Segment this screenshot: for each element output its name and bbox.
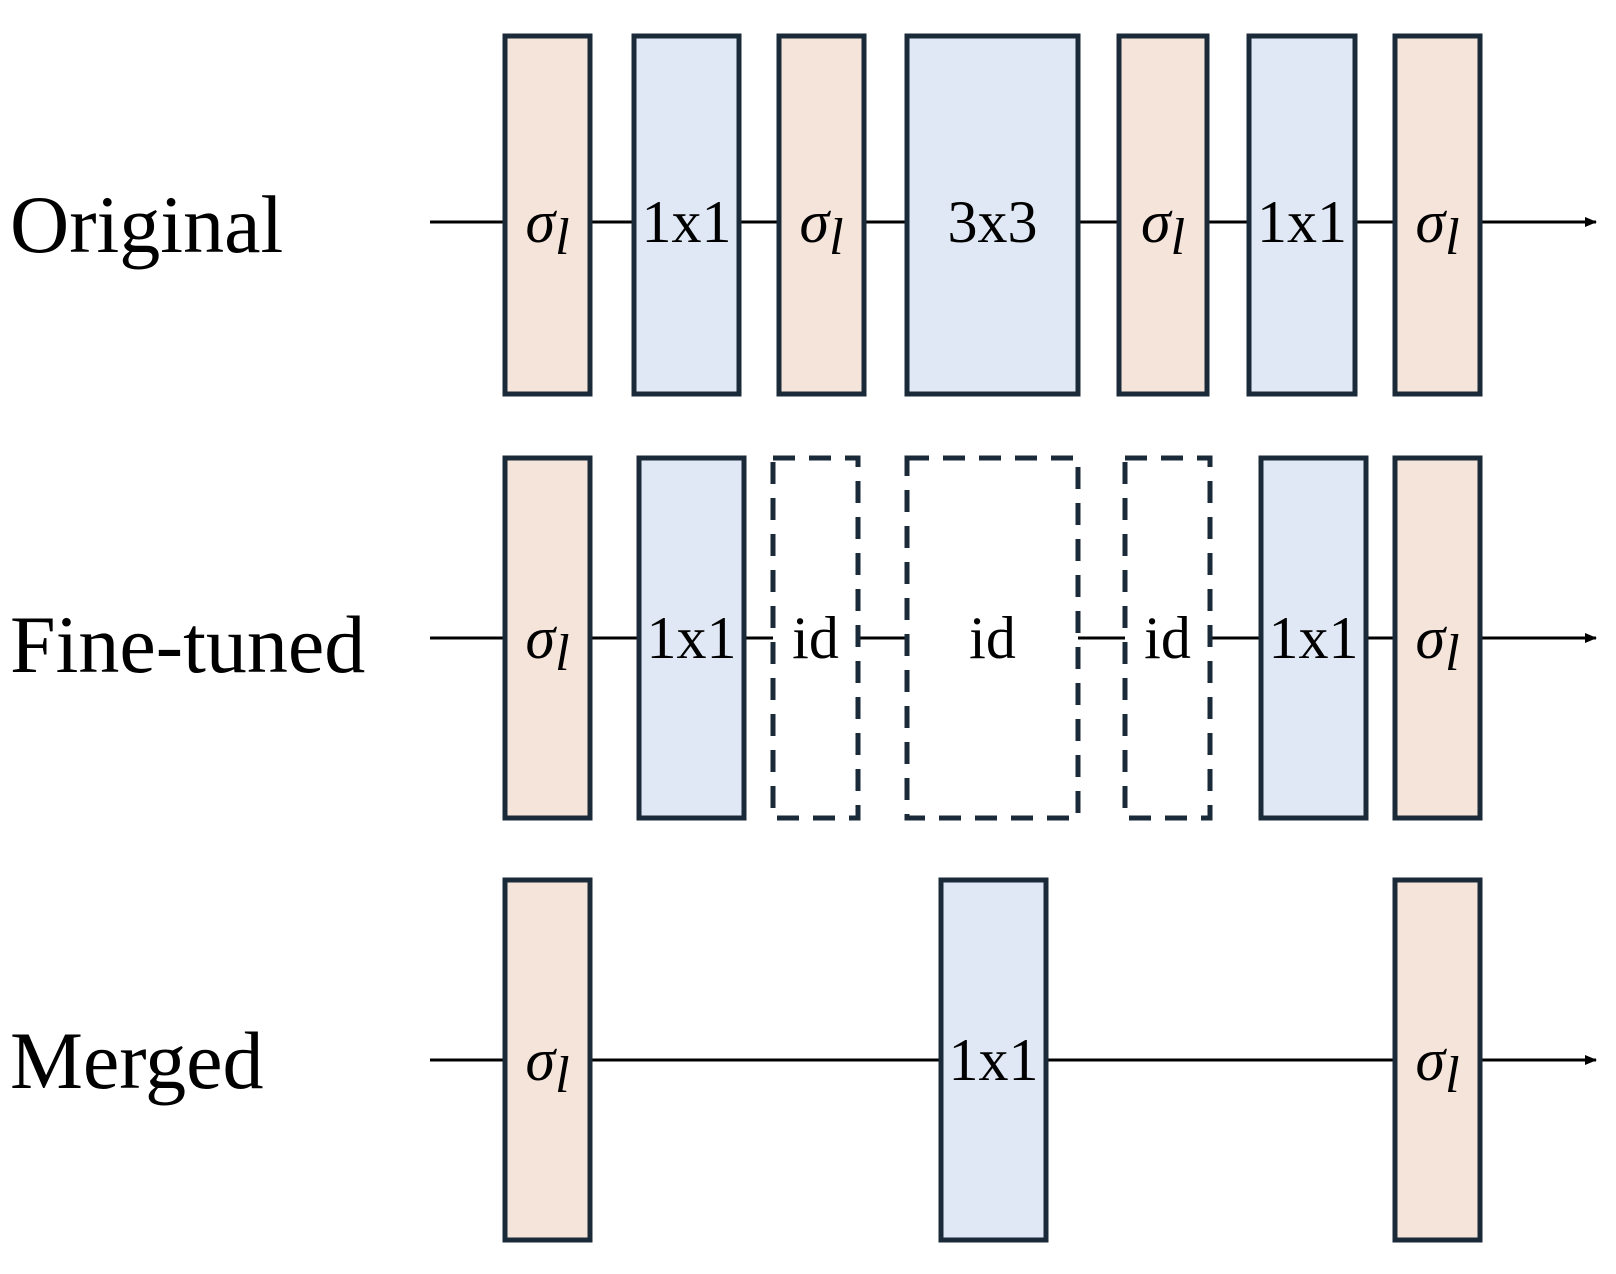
- subscript: l: [555, 625, 569, 682]
- conv-block-label: 1x1: [1257, 189, 1347, 255]
- row-label-merged: Merged: [10, 1015, 264, 1106]
- row-2: σl 1x1 σl: [430, 877, 1597, 1243]
- activation-block: [1392, 455, 1483, 821]
- conv-block: [1246, 33, 1358, 397]
- conv-block: [636, 455, 747, 821]
- activation-block-label: σl: [1415, 1027, 1459, 1104]
- subscript: l: [1445, 209, 1459, 266]
- conv-block-label: 1x1: [1269, 605, 1359, 671]
- subscript: l: [1445, 1047, 1459, 1104]
- identity-block-label: id: [792, 605, 839, 671]
- conv-block-label: 1x1: [949, 1027, 1039, 1093]
- activation-block: [1392, 877, 1483, 1243]
- conv-block: [904, 33, 1081, 397]
- activation-block: [1392, 33, 1483, 397]
- activation-block-label: σl: [799, 189, 843, 266]
- row-label-fine-tuned: Fine-tuned: [10, 599, 365, 690]
- conv-block-label: 1x1: [647, 605, 737, 671]
- activation-block: [502, 33, 593, 397]
- subscript: l: [555, 1047, 569, 1104]
- row-label-original: Original: [10, 179, 283, 270]
- identity-block: [904, 455, 1081, 821]
- activation-block: [502, 877, 593, 1243]
- conv-block: [631, 33, 742, 397]
- activation-block-label: σl: [1141, 189, 1185, 266]
- subscript: l: [829, 209, 843, 266]
- identity-block-label: id: [969, 605, 1016, 671]
- conv-block: [938, 877, 1049, 1243]
- conv-block-label: 3x3: [948, 189, 1038, 255]
- subscript: l: [555, 209, 569, 266]
- conv-block-label: 1x1: [642, 189, 732, 255]
- identity-block: [770, 455, 861, 821]
- activation-block-label: σl: [525, 189, 569, 266]
- activation-block: [502, 455, 593, 821]
- conv-block: [1258, 455, 1369, 821]
- activation-block: [1116, 33, 1210, 397]
- identity-block-label: id: [1144, 605, 1191, 671]
- activation-block: [776, 33, 867, 397]
- identity-block: [1122, 455, 1213, 821]
- activation-block-label: σl: [525, 1027, 569, 1104]
- subscript: l: [1171, 209, 1185, 266]
- subscript: l: [1445, 625, 1459, 682]
